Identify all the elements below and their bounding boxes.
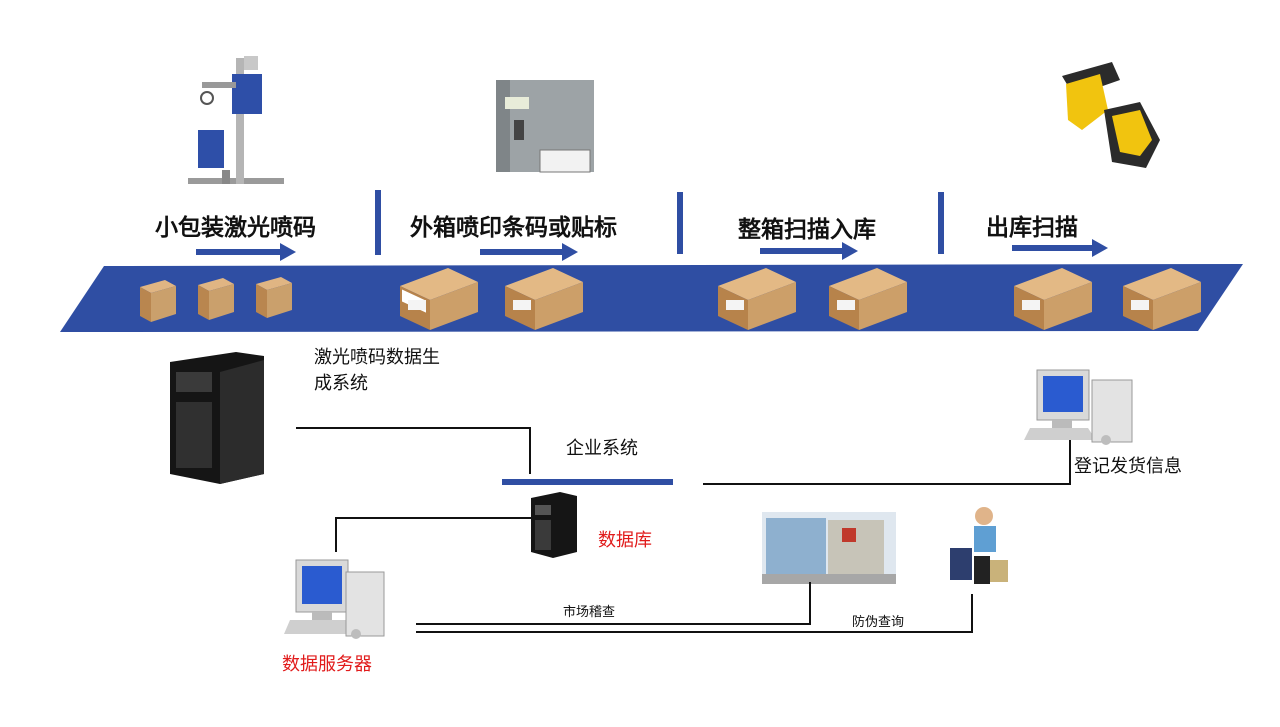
storefront-building-icon bbox=[762, 512, 896, 584]
flow-arrow bbox=[196, 243, 296, 261]
anti-fake-query-label: 防伪查询 bbox=[852, 615, 905, 630]
market-check-label: 市场稽查 bbox=[563, 605, 616, 620]
stage-label-warehouse-in: 整箱扫描入库 bbox=[738, 217, 876, 243]
label-printer-icon bbox=[496, 80, 594, 173]
stage-label-carton-labeling: 外箱喷印条码或贴标 bbox=[410, 215, 617, 241]
small-package bbox=[256, 277, 292, 318]
carton-label bbox=[408, 300, 1149, 310]
server-tower-icon bbox=[170, 352, 264, 484]
stage-divider bbox=[938, 192, 944, 254]
carton bbox=[718, 268, 796, 330]
carton bbox=[829, 268, 907, 330]
database-server-icon bbox=[531, 492, 577, 558]
data-server-label: 数据服务器 bbox=[282, 654, 372, 675]
desktop-computer-icon bbox=[1024, 369, 1133, 445]
barcode-scanner-icon bbox=[1062, 62, 1160, 168]
flow-arrow bbox=[480, 243, 578, 261]
enterprise-system-label: 企业系统 bbox=[566, 438, 638, 459]
stage-label-laser-coding: 小包装激光喷码 bbox=[155, 215, 316, 241]
stage-label-shipping-scan: 出库扫描 bbox=[986, 215, 1078, 241]
data-server-computer-icon bbox=[284, 559, 385, 639]
connection-lines bbox=[296, 427, 1071, 633]
shopper-icon bbox=[950, 507, 1008, 584]
laser-system-label: 激光喷码数据生成系统 bbox=[314, 347, 440, 394]
stage-divider bbox=[677, 192, 683, 254]
flow-arrow bbox=[1012, 239, 1108, 257]
carton bbox=[505, 268, 583, 330]
database-label: 数据库 bbox=[598, 530, 652, 551]
laser-marking-machine-icon bbox=[188, 56, 284, 184]
flow-arrow bbox=[760, 242, 858, 260]
register-shipping-label: 登记发货信息 bbox=[1074, 456, 1182, 477]
stage-divider bbox=[375, 190, 381, 255]
small-package bbox=[140, 280, 176, 322]
conveyor-belt bbox=[60, 264, 1243, 332]
small-package bbox=[198, 278, 234, 320]
